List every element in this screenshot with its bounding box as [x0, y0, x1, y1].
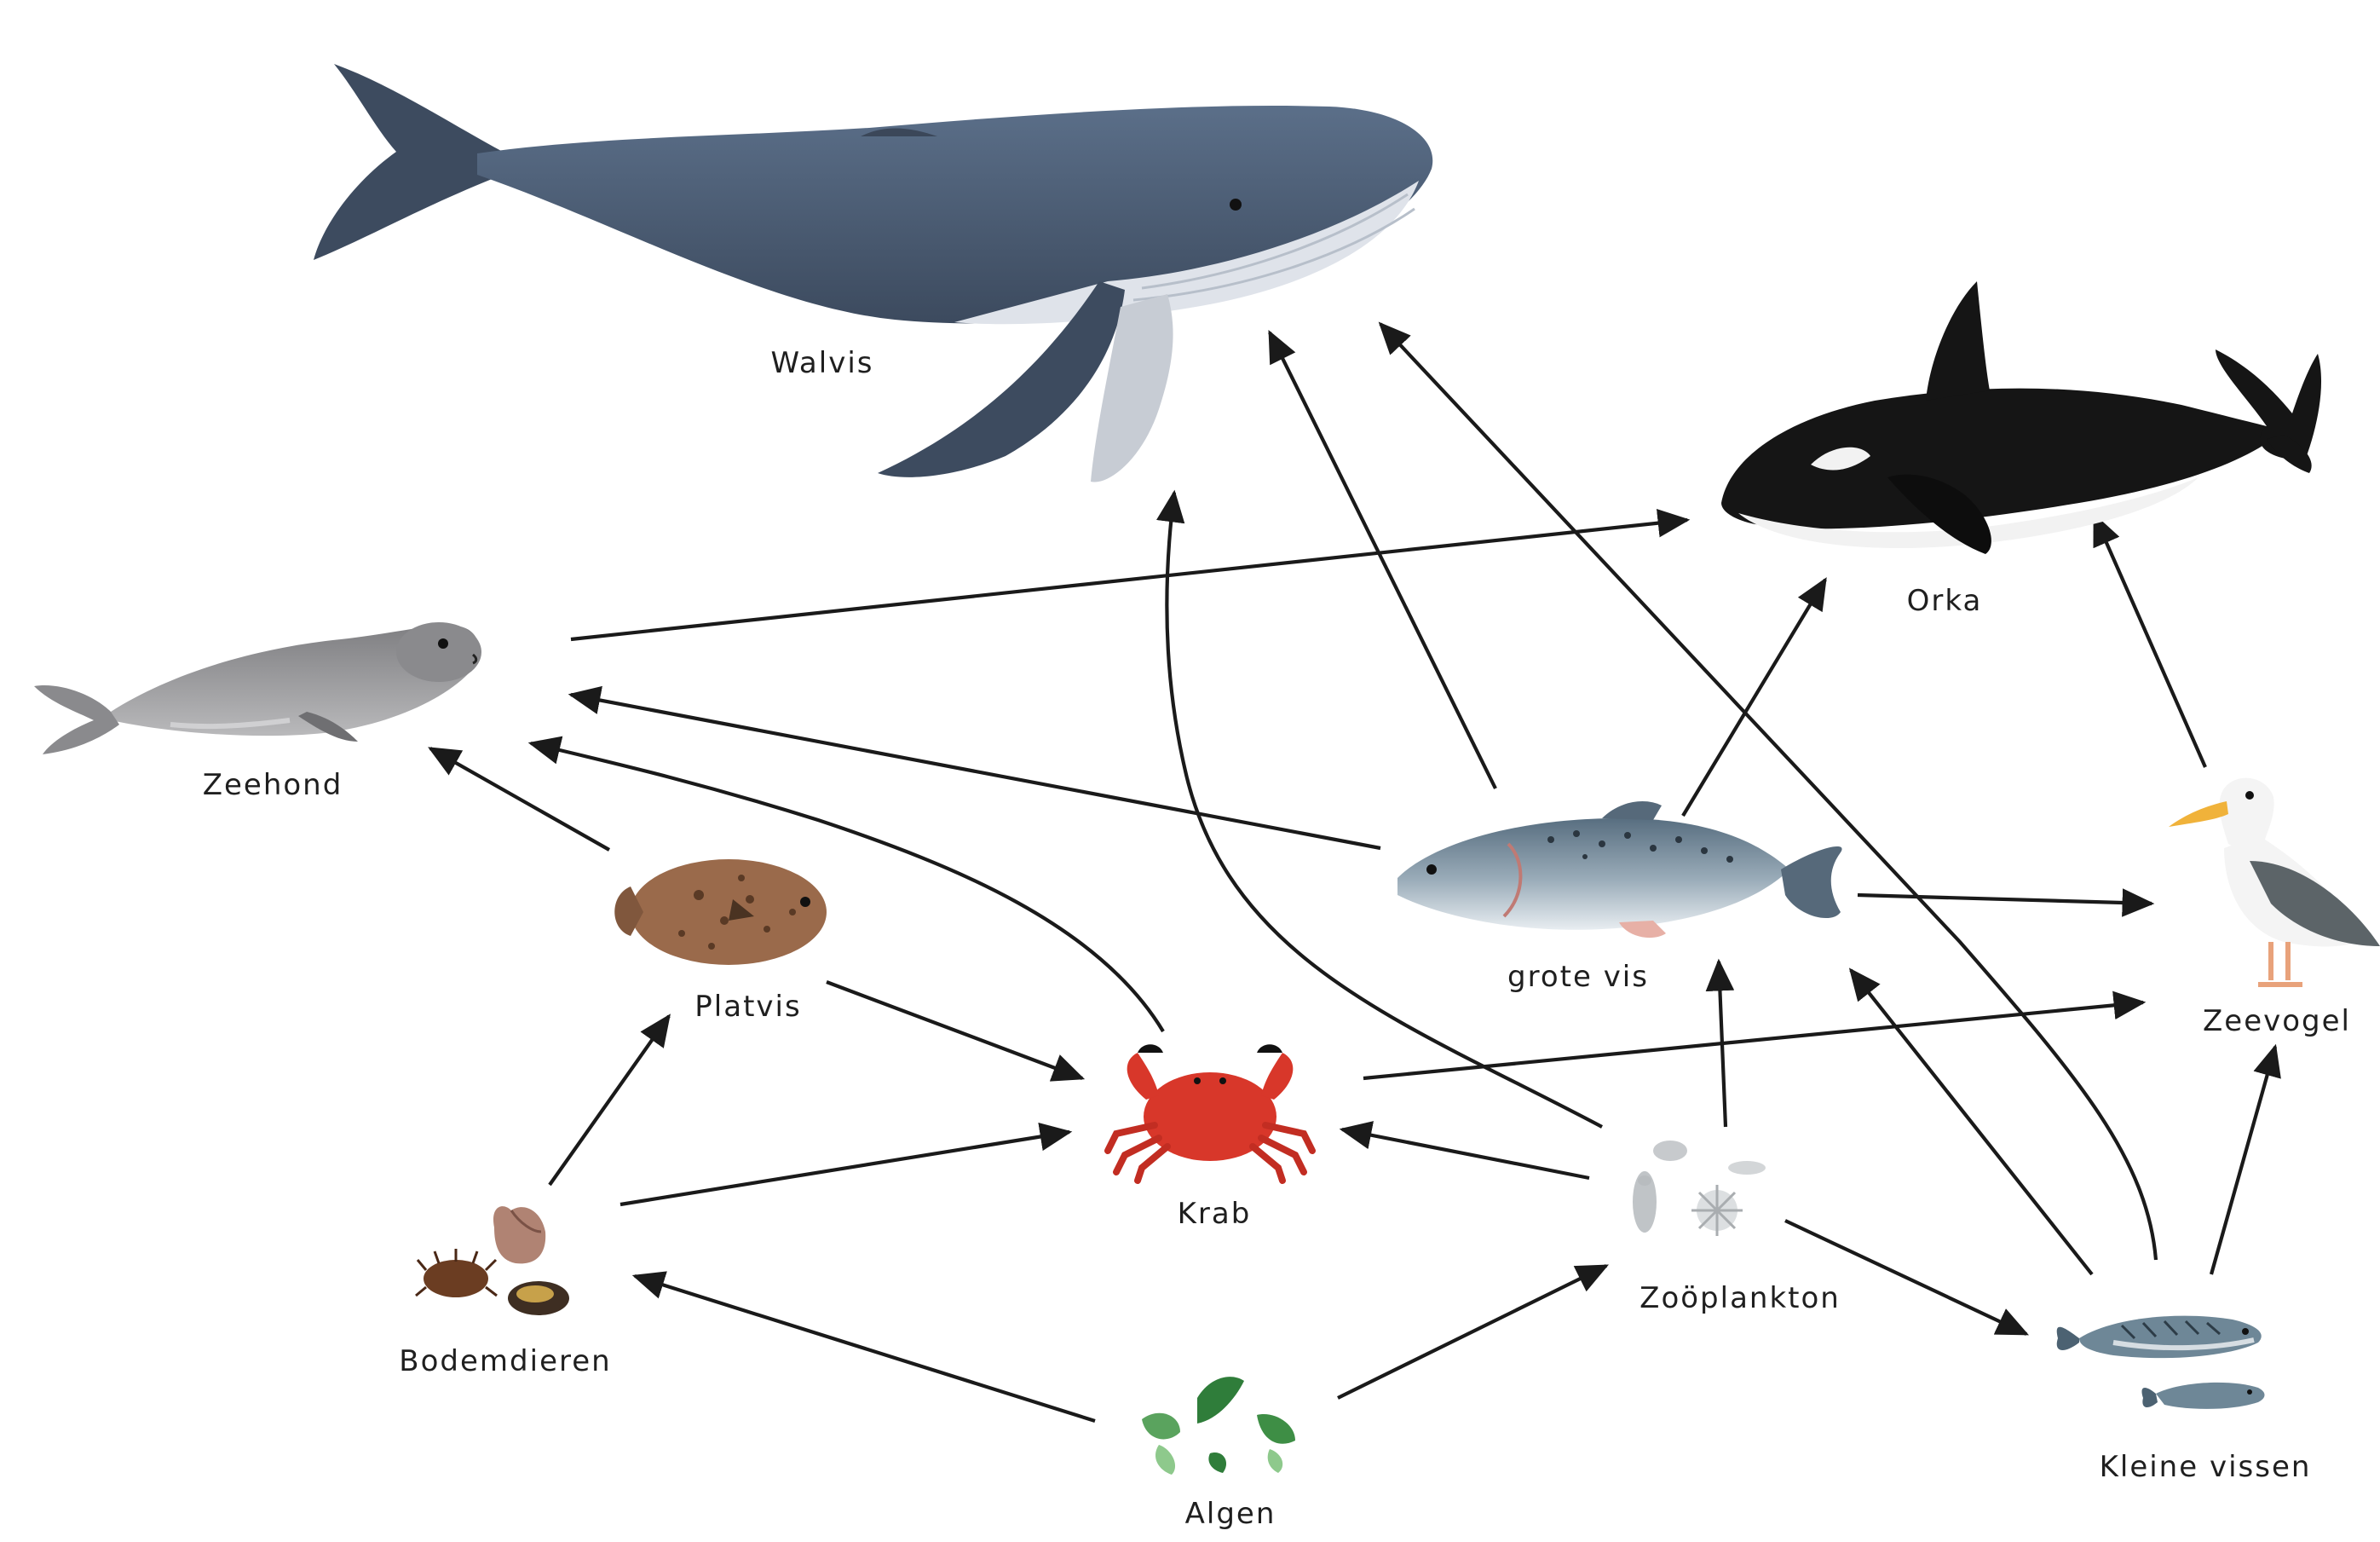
arrow-grotevis-to-orka: [1681, 577, 1827, 817]
salmon-icon: [1397, 801, 1842, 938]
label-zeehond: Zeehond: [203, 768, 343, 802]
label-zooplankton: Zoöplankton: [1639, 1281, 1841, 1315]
arrow-grotevis-to-zeevogel: [1857, 888, 2155, 917]
flatfish-icon: [614, 859, 827, 965]
label-krab: Krab: [1178, 1197, 1252, 1231]
small-fish-icon: [2056, 1315, 2265, 1409]
label-kleine-vissen: Kleine vissen: [2100, 1450, 2312, 1484]
arrow-algen-to-bodemdieren: [631, 1271, 1096, 1424]
arrow-zooplankton-to-kleinevissen: [1784, 1219, 2030, 1336]
arrow-zeevogel-to-orka: [2093, 512, 2207, 768]
zooplankton-icon: [1633, 1141, 1766, 1236]
arrow-platvis-to-zeehond: [428, 747, 611, 852]
label-bodemdieren: Bodemdieren: [399, 1344, 611, 1378]
label-orka: Orka: [1907, 584, 1983, 618]
arrow-bodemdieren-to-krab: [619, 1122, 1073, 1207]
arrow-kleinevissen-to-zeevogel: [2209, 1043, 2281, 1275]
bottom-dwellers-icon: [415, 1206, 569, 1315]
label-walvis: Walvis: [770, 346, 873, 380]
label-algen: Algen: [1185, 1497, 1276, 1531]
arrow-bodemdieren-to-platvis: [548, 1014, 671, 1187]
algae-icon: [1142, 1377, 1295, 1475]
arrow-grotevis-to-walvis: [1268, 329, 1497, 789]
arrow-algen-to-zooplankton: [1337, 1264, 1610, 1400]
food-web-arrows: [428, 321, 2281, 1424]
label-platvis: Platvis: [694, 990, 801, 1024]
arrow-krab-to-zeevogel: [1363, 990, 2147, 1081]
arrow-zeehond-to-orka: [570, 508, 1691, 642]
arrow-krab-to-zeehond: [527, 736, 1165, 1033]
crab-icon: [1104, 1044, 1316, 1184]
arrow-kleinevissen-to-walvis: [1378, 321, 2158, 1261]
humpback-whale-icon: [314, 64, 1433, 482]
seal-icon: [34, 622, 481, 754]
arrow-zooplankton-to-grotevis: [1705, 958, 1735, 1128]
arrow-zooplankton-to-krab: [1339, 1121, 1590, 1181]
arrow-grotevis-to-zeehond: [568, 685, 1381, 851]
seagull-icon: [2169, 777, 2380, 987]
orca-icon: [1721, 281, 2322, 554]
arrow-kleinevissen-to-grotevis: [1848, 967, 2094, 1276]
arrow-zooplankton-to-walvis: [1155, 489, 1603, 1129]
arrow-platvis-to-krab: [826, 980, 1086, 1082]
label-zeevogel: Zeevogel: [2203, 1004, 2351, 1038]
label-grote-vis: grote vis: [1507, 960, 1649, 994]
